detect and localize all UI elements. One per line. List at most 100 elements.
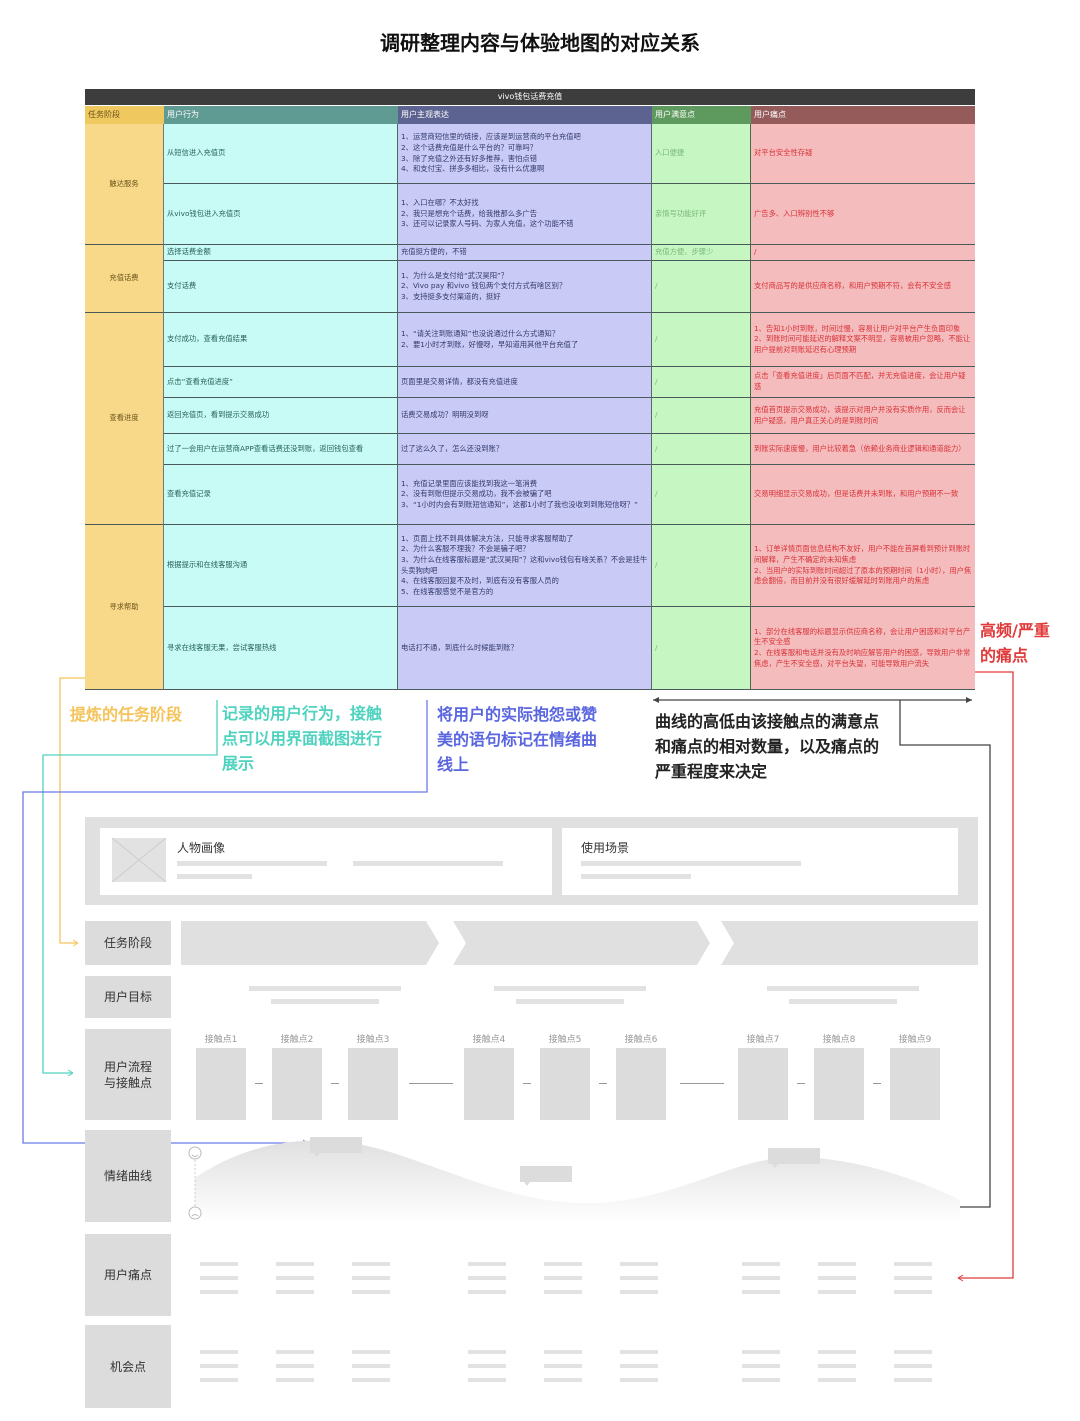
placeholder-line: [620, 1378, 658, 1382]
placeholder-line: [276, 1378, 314, 1382]
placeholder-line: [742, 1290, 780, 1294]
note-behavior: 记录的用户行为，接触点可以用界面截图进行展示: [222, 704, 383, 773]
flow-arrow: [409, 1083, 453, 1084]
touchpoint-screen: [814, 1048, 864, 1120]
placeholder-line: [620, 1262, 658, 1266]
touchpoint-label: 接触点6: [624, 1035, 658, 1045]
scene-label: 使用场景: [581, 841, 630, 855]
satisfaction-cell: /: [652, 434, 751, 465]
persona-label: 人物画像: [177, 841, 226, 855]
row-label-flow: 用户流程 与接触点: [85, 1029, 171, 1120]
page-title: 调研整理内容与体验地图的对应关系: [380, 31, 700, 55]
header-behavior: 用户行为: [164, 106, 398, 124]
expression-cell: 1、充值记录里面应该能找到我这一笔消费 2、没有到账但提示交易成功，我不会被骗了…: [398, 465, 652, 525]
connector-curve: [653, 699, 991, 1208]
expression-cell: 1、页面上找不到具体解决方法，只能寻求客服帮助了 2、为什么客服不理我？不会是骗…: [398, 525, 652, 607]
placeholder-line: [352, 1378, 390, 1382]
flow-arrow: [523, 1083, 531, 1084]
comment-bubbles: [310, 1137, 820, 1186]
placeholder-line: [276, 1364, 314, 1368]
satisfaction-cell: /: [652, 313, 751, 367]
placeholder-line: [742, 1276, 780, 1280]
satisfaction-cell: 入口便捷: [652, 124, 751, 184]
placeholder-line: [742, 1364, 780, 1368]
row-label-pain: 用户痛点: [85, 1234, 171, 1316]
flow-arrow: [255, 1083, 263, 1084]
touchpoint-label: 接触点4: [472, 1035, 506, 1045]
stage-cell: 触达服务: [85, 124, 164, 245]
expression-cell: 过了这么久了，怎么还没到账？: [398, 434, 652, 465]
placeholder-line: [352, 1364, 390, 1368]
header-expression: 用户主观表达: [398, 106, 652, 124]
satisfaction-cell: /: [652, 398, 751, 434]
pain-cell: 1、告知1小时到账，时间过慢，容易让用户对平台产生负面印象 2、到账时间可能延迟…: [751, 313, 975, 367]
placeholder-line: [818, 1262, 856, 1266]
placeholder-line: [200, 1364, 238, 1368]
pain-cell: 充值首页提示交易成功，该提示对用户并没有实质作用，反而会让用户疑惑，用户真正关心…: [751, 398, 975, 434]
happy-face-icon: [188, 1146, 202, 1160]
research-table: vivo钱包话费充值 任务阶段 用户行为 用户主观表达 用户满意点 用户痛点 触…: [85, 89, 975, 691]
pain-cell: 广告多、入口辨别性不够: [751, 184, 975, 245]
pain-cell: 点击「查看充值进度」后页面不匹配，并无充值进度，会让用户疑惑: [751, 367, 975, 398]
placeholder-line: [468, 1290, 506, 1294]
placeholder-line: [742, 1350, 780, 1354]
pain-cell: 1、部分在线客服的标题显示供应商名称，会让用户困惑和对平台产生不安全感 2、在线…: [751, 607, 975, 690]
behavior-cell: 从短信进入充值页: [164, 124, 398, 184]
behavior-cell: 返回充值页，看到提示交易成功: [164, 398, 398, 434]
placeholder-line: [742, 1378, 780, 1382]
touchpoint-label: 接触点5: [548, 1035, 582, 1045]
note-curve: 曲线的高低由该接触点的满意点和痛点的相对数量，以及痛点的严重程度来决定: [655, 712, 880, 781]
placeholder-line: [200, 1290, 238, 1294]
placeholder-line: [818, 1290, 856, 1294]
note-expression: 将用户的实际抱怨或赞美的语句标记在情绪曲线上: [437, 705, 598, 774]
placeholder-line: [620, 1276, 658, 1280]
behavior-cell: 从vivo钱包进入充值页: [164, 184, 398, 245]
placeholder-line: [894, 1364, 932, 1368]
connector-pain: [958, 671, 1014, 1279]
placeholder-line: [620, 1290, 658, 1294]
stage-cell: 充值话费: [85, 245, 164, 313]
touchpoint-label: 接触点7: [746, 1035, 780, 1045]
stage-cell: 寻求帮助: [85, 525, 164, 690]
placeholder-line: [544, 1378, 582, 1382]
emotion-curve: [188, 1137, 960, 1222]
placeholder-line: [818, 1350, 856, 1354]
flow-arrow: [680, 1083, 724, 1084]
expression-cell: 充值挺方便的，不错: [398, 245, 652, 261]
placeholder-line: [468, 1350, 506, 1354]
placeholder-line: [818, 1364, 856, 1368]
touchpoint-screen: [196, 1048, 246, 1120]
behavior-cell: 寻求在线客服无果，尝试客服热线: [164, 607, 398, 690]
touchpoint-screen: [348, 1048, 398, 1120]
touchpoint-screen: [738, 1048, 788, 1120]
placeholder-line: [544, 1350, 582, 1354]
touchpoint-screen: [272, 1048, 322, 1120]
placeholder-line: [620, 1364, 658, 1368]
touchpoint-screen: [540, 1048, 590, 1120]
expression-cell: 1、为什么是支付给“武汉昊阳”？ 2、Vivo pay 和vivo 钱包两个支付…: [398, 261, 652, 313]
flow-arrow: [797, 1083, 805, 1084]
sad-face-icon: [188, 1206, 202, 1220]
pain-cell: 支付商品写的是供应商名称，和用户预期不符，会有不安全感: [751, 261, 975, 313]
satisfaction-cell: /: [652, 261, 751, 313]
behavior-cell: 点击“查看充值进度”: [164, 367, 398, 398]
header-satisfaction: 用户满意点: [652, 106, 751, 124]
placeholder-line: [276, 1350, 314, 1354]
behavior-cell: 支付话费: [164, 261, 398, 313]
placeholder-line: [352, 1262, 390, 1266]
row-label-emotion: 情绪曲线: [85, 1130, 171, 1222]
placeholder-line: [544, 1364, 582, 1368]
touchpoint-screen: [616, 1048, 666, 1120]
touchpoint-screen: [890, 1048, 940, 1120]
placeholder-line: [352, 1276, 390, 1280]
connector-stage: [59, 677, 85, 944]
scene-card: 使用场景: [562, 828, 958, 895]
satisfaction-cell: /: [652, 465, 751, 525]
behavior-cell: 选择话费金额: [164, 245, 398, 261]
pain-cell: /: [751, 245, 975, 261]
satisfaction-cell: 亲情号功能好评: [652, 184, 751, 245]
connector-behavior: [42, 700, 218, 1074]
row-label-stage: 任务阶段: [85, 921, 171, 965]
placeholder-line: [544, 1262, 582, 1266]
flow-arrow: [599, 1083, 607, 1084]
